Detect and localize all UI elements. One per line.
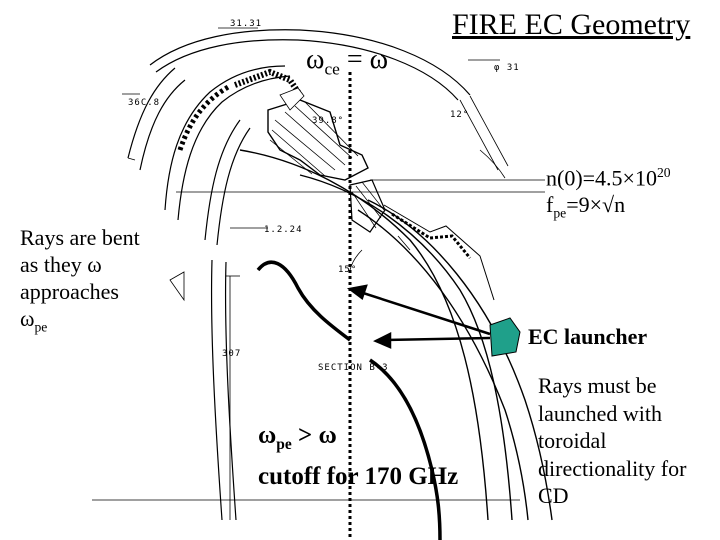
density-value: n(0)=4.5×10 [546,165,657,191]
fpe-symbol: f [546,192,554,217]
density-line-2: fpe=9×√n [546,192,625,221]
resonance-rhs: = ω [339,44,389,75]
rays-bent-line-3: approaches [20,279,119,304]
resonance-label: ωce = ω [306,44,388,80]
fpe-subscript: pe [553,205,567,221]
omega-pe-subscript: pe [34,319,48,335]
dim-31-31: 31.31 [230,19,262,29]
omega-ce-symbol: ω [306,44,325,75]
density-exponent: 20 [656,165,671,180]
cutoff-omega: ω [258,422,277,449]
ec-launcher-label: EC launcher [528,324,648,349]
fpe-formula: =9×√n [566,192,626,217]
omega-pe-symbol: ω [20,306,35,331]
dim-1-2-24: 1.2.24 [264,225,303,235]
ec-launcher [489,317,521,357]
bent-ray-path [256,260,352,342]
rays-bent-line-1: Rays are bent [20,225,140,250]
dim-307: 307 [222,349,241,359]
dim-12-deg: 12° [450,110,469,120]
cutoff-label: ωpe > ω cutoff for 170 GHz [258,420,458,493]
dimension-lines [92,27,545,520]
vessel-outline [127,29,471,521]
omega-ce-subscript: ce [324,59,340,79]
dim-15-deg: 15° [338,265,357,275]
first-wall-hatching [177,68,386,233]
dim-360-8: 36C.8 [128,98,160,108]
dim-39-8-deg: 39.8° [312,116,344,126]
rays-bent-line-4: ωpe [20,305,170,340]
section-label: SECTION B-3 [318,363,389,373]
cutoff-ray-path [369,358,442,540]
cutoff-line-2: cutoff for 170 GHz [258,463,459,490]
cutoff-inequality: > ω [291,422,337,449]
page-title: FIRE EC Geometry [452,8,691,41]
launcher-arrows [346,284,491,349]
cutoff-line-1: ωpe > ω [258,420,458,461]
rays-bent-line-2: as they ω [20,252,102,277]
plasma-boundaries [239,149,553,521]
rays-launch-label: Rays must be launched with toroidal dire… [538,373,687,508]
rays-bent-label: Rays are bent as they ω approaches ωpe [20,224,170,340]
cutoff-omega-subscript: pe [276,436,292,453]
density-line-1: n(0)=4.5×1020 [546,165,671,191]
dim-phi-31: φ 31 [494,63,520,73]
